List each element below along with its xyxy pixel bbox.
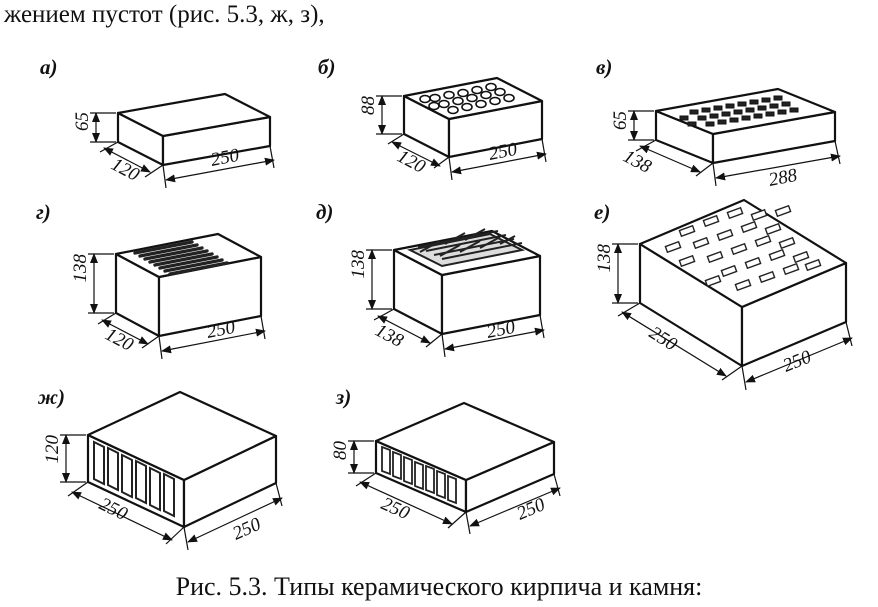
dimension-label: 138 bbox=[372, 320, 407, 352]
dimension-label: 120 bbox=[394, 146, 429, 178]
panel-label: в) bbox=[596, 55, 612, 79]
dimension-label: 80 bbox=[330, 441, 351, 461]
panel-zh: ж) 120 250 250 bbox=[37, 385, 283, 551]
body-text-fragment: жением пустот (рис. 5.3, ж, з), bbox=[4, 1, 325, 28]
pattern-voids bbox=[664, 204, 822, 292]
dimension-label: 138 bbox=[70, 254, 91, 283]
panel-label: з) bbox=[335, 385, 351, 409]
dimension-label: 250 bbox=[378, 493, 413, 524]
panel-v: в) 65 138 288 bbox=[596, 55, 841, 191]
dimension-lines bbox=[628, 110, 841, 187]
dimension-label: 250 bbox=[205, 317, 237, 343]
panel-label: б) bbox=[318, 55, 335, 79]
brick-drawing bbox=[116, 92, 272, 167]
dimension-label: 288 bbox=[767, 165, 799, 191]
brick-drawing bbox=[374, 401, 556, 514]
dimension-lines bbox=[376, 95, 547, 181]
dimension-label: 250 bbox=[485, 317, 517, 343]
dimension-label: 88 bbox=[358, 96, 379, 116]
dimension-label: 65 bbox=[610, 111, 631, 130]
dimension-lines bbox=[88, 253, 266, 360]
dimension-label: 138 bbox=[594, 244, 615, 273]
panel-label: д) bbox=[316, 200, 333, 224]
panel-label: г) bbox=[36, 200, 51, 224]
round-voids bbox=[419, 82, 515, 115]
slot-voids bbox=[133, 240, 229, 276]
panel-b: б) 88 120 250 bbox=[318, 55, 547, 181]
panel-label: ж) bbox=[37, 385, 65, 409]
panel-label: е) bbox=[594, 200, 610, 224]
figure-caption: Рис. 5.3. Типы керамического кирпича и к… bbox=[175, 572, 703, 601]
brick-drawing bbox=[654, 87, 837, 165]
panel-d: д) bbox=[316, 200, 545, 358]
dimension-label: 120 bbox=[108, 154, 143, 186]
dimension-label: 65 bbox=[72, 112, 93, 131]
panel-e: е) bbox=[594, 198, 853, 391]
dimension-lines bbox=[90, 112, 275, 189]
dimension-label: 120 bbox=[42, 435, 63, 464]
dimension-label: 250 bbox=[780, 346, 815, 376]
dimension-label: 250 bbox=[514, 494, 549, 525]
dimension-lines bbox=[612, 243, 853, 391]
dimension-label: 250 bbox=[487, 139, 519, 165]
rect-voids bbox=[679, 95, 799, 127]
dimension-label: 250 bbox=[229, 514, 264, 545]
grid-voids bbox=[406, 228, 526, 268]
panel-a: а) 65 120 250 bbox=[40, 55, 275, 189]
dimension-label: 120 bbox=[102, 324, 137, 356]
dimension-lines bbox=[348, 440, 561, 535]
panel-z: з) 80 250 250 bbox=[330, 385, 561, 535]
panel-label: а) bbox=[40, 55, 58, 79]
dimension-label: 250 bbox=[645, 322, 681, 355]
panel-g: г) 138 120 250 bbox=[36, 200, 266, 360]
dimension-lines bbox=[60, 434, 283, 551]
dimension-lines bbox=[366, 249, 545, 358]
dimension-label: 138 bbox=[348, 250, 369, 279]
